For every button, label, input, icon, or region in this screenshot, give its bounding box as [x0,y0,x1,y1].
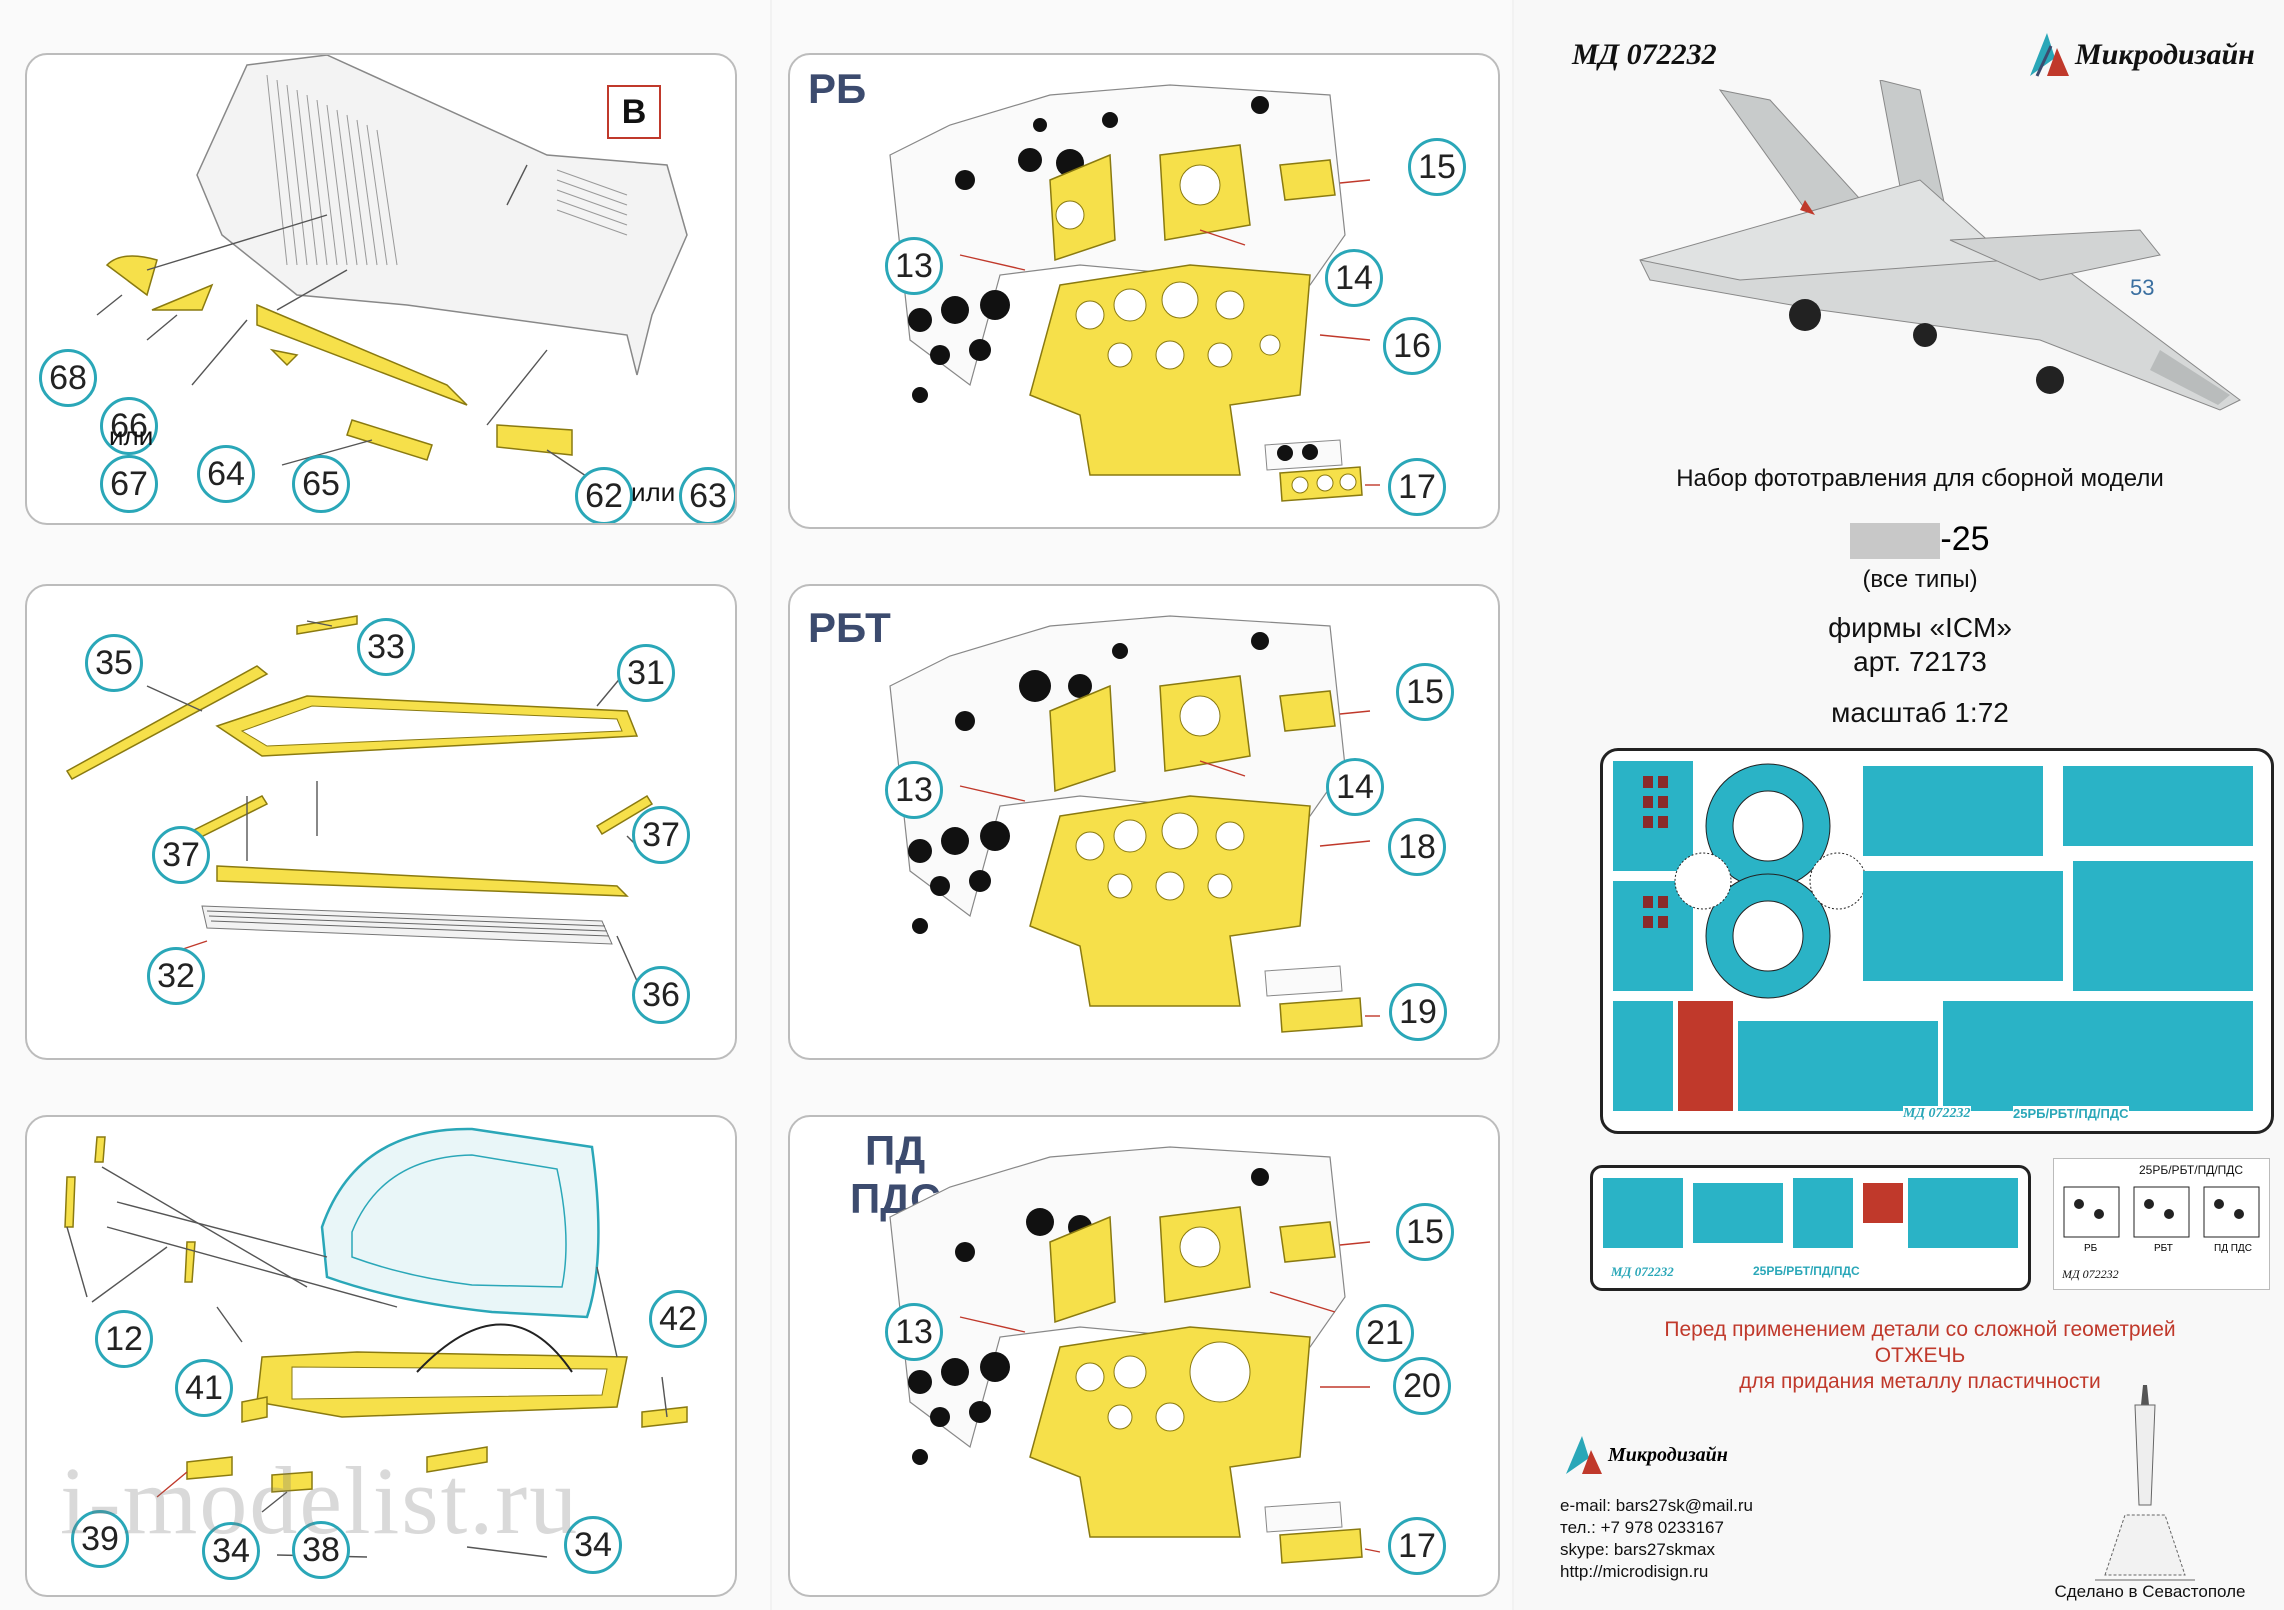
fret-panel-label-pd: ПД ПДС [2214,1243,2252,1254]
fret-panels-code: МД 072232 [2062,1267,2119,1281]
panel-pd-pds: ПД ПДС 13 15 21 20 17 [788,1115,1500,1597]
diagram-instrument-panel-rb [889,84,1380,502]
callout-15-pd: 15 [1396,1203,1454,1261]
callout-65: 65 [292,455,350,513]
callout-62: 62 [575,467,633,523]
panel-canopy-rails: 35 33 31 37 37 32 36 [25,584,737,1060]
contact-logo: Микродизайн [1562,1432,1762,1482]
brand-name: Микродизайн [2075,38,2255,71]
variant-label-pd: ПД [865,1127,926,1174]
fret-small-code: МД 072232 [1611,1264,1674,1279]
callout-41: 41 [175,1359,233,1417]
contact-email: e-mail: bars27sk@mail.ru [1560,1496,1753,1515]
callout-13: 13 [885,237,943,295]
variant-label-rbt: РБТ [808,604,891,651]
model-name-line: -25 [1800,520,2040,560]
callout-37-left: 37 [152,826,210,884]
callout-42: 42 [649,1290,707,1348]
watermark: i-modelist.ru [60,1447,580,1554]
callout-14-rbt: 14 [1326,758,1384,816]
pe-fret-small: МД 072232 25РБ/РБТ/ПД/ПДС [1590,1165,2031,1291]
diagram-instrument-panel-pd [889,1146,1381,1564]
callout-66: 66 [100,397,158,455]
product-code: МД 072232 [1572,38,1717,71]
warning-line2: ОТЖЕЧЬ [1874,1344,1966,1367]
diagram-canopy-assembly [64,1127,688,1558]
fret-panel-label-rb: РБ [2084,1243,2098,1254]
panel-rbt: РБТ 13 15 14 18 19 [788,584,1500,1060]
warning-line3: для придания металлу пластичности [1739,1370,2101,1393]
aircraft-illustration [1639,80,2241,411]
panel-rb: РБ 13 15 14 16 17 [788,53,1500,529]
contact-website: http://microdisign.ru [1560,1562,1709,1581]
view-b-box: B [607,85,661,139]
panel-canopy-glass: 12 41 42 39 34 38 34 [25,1115,737,1597]
view-b-label: B [621,92,647,131]
contact-logo-icon [1566,1436,1602,1474]
callout-13-rbt: 13 [885,761,943,819]
callout-34-left: 34 [202,1522,260,1580]
callout-17: 17 [1388,458,1446,516]
fret-panels-graphic [2063,1186,2260,1238]
callout-68: 68 [39,349,97,407]
brand-logo-icon [2030,33,2069,77]
diagram-instrument-panel-rbt [889,615,1380,1033]
pe-fret-panels: 25РБ/РБТ/ПД/ПДС РБ РБТ ПД ПДС МД 072232 [2053,1158,2270,1290]
article-number: арт. 72173 [1853,646,1987,677]
callout-12: 12 [95,1310,153,1368]
diagram-canopy-frame [65,615,654,982]
callout-64: 64 [197,445,255,503]
monument-icon [2095,1385,2195,1581]
callout-18: 18 [1388,818,1446,876]
variant-label-rb: РБ [808,65,867,112]
callout-17-pd: 17 [1388,1517,1446,1575]
aircraft-image: 53 [1620,80,2260,420]
callout-14: 14 [1325,249,1383,307]
fret-main-graphic [1613,761,2253,1111]
callout-32: 32 [147,947,205,1005]
brand-logo: Микродизайн [2025,28,2284,83]
callout-39: 39 [71,1510,129,1568]
fret-small-graphic [1603,1178,2018,1248]
callout-36: 36 [632,966,690,1024]
callout-13-pd: 13 [885,1303,943,1361]
callout-21: 21 [1356,1304,1414,1362]
callout-37-right: 37 [632,806,690,864]
aircraft-number: 53 [2130,275,2155,300]
ili-text: или [109,421,154,451]
warning-line1: Перед применением детали со сложной геом… [1664,1318,2176,1341]
callout-31: 31 [617,644,675,702]
fret-panel-label-rbt: РБТ [2154,1243,2173,1254]
callout-63: 63 [679,467,735,523]
scale: масштаб 1:72 [1831,697,2009,728]
callout-19: 19 [1389,983,1447,1041]
pe-fret-main: МД 072232 25РБ/РБТ/ПД/ПДС [1600,748,2274,1134]
fret-main-code: МД 072232 [1903,1106,1971,1122]
monument-illustration [2085,1375,2205,1585]
fret-small-variants: 25РБ/РБТ/ПД/ПДС [1753,1264,1860,1278]
diagram-cockpit-side-wall [96,55,688,481]
made-in: Сделано в Севастополе [2054,1582,2246,1601]
callout-16: 16 [1383,317,1441,375]
contact-phone: тел.: +7 978 0233167 [1560,1518,1724,1537]
model-types: (все типы) [1862,566,1978,593]
fret-main-variants: 25РБ/РБТ/ПД/ПДС [2013,1106,2129,1121]
callout-20: 20 [1393,1357,1451,1415]
manufacturer: фирмы «ICM» [1828,612,2012,643]
kit-title: Набор фототравления для сборной модели [1676,465,2164,492]
callout-67: 67 [100,455,158,513]
panel-canopy-frame-detail: B 68 66 или 67 64 65 62 или 63 [25,53,737,525]
callout-34-right: 34 [564,1516,622,1574]
ili-text-2: или [631,477,676,507]
contact-brand: Микродизайн [1608,1444,1728,1466]
censored-block [1850,523,1941,560]
contact-skype: skype: bars27skmax [1560,1540,1715,1559]
callout-15: 15 [1408,138,1466,196]
fret-panels-variants: 25РБ/РБТ/ПД/ПДС [2139,1163,2244,1177]
callout-38: 38 [292,1521,350,1579]
callout-33: 33 [357,618,415,676]
callout-15-rbt: 15 [1396,663,1454,721]
model-suffix: -25 [1940,520,1990,558]
callout-35: 35 [85,634,143,692]
